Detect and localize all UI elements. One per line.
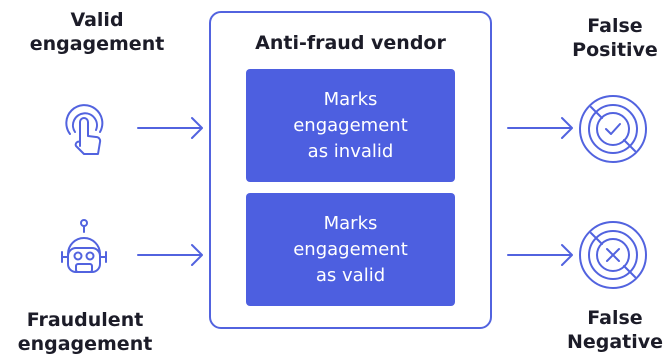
input-arrow-bottom <box>137 244 203 266</box>
false-negative-label: False Negative <box>560 306 667 354</box>
robot-icon <box>61 219 107 273</box>
marks-invalid-box: Marks engagement as invalid <box>246 69 455 182</box>
valid-engagement-label: Valid engagement <box>12 8 182 56</box>
marks-invalid-line1: Marks <box>323 88 378 110</box>
touch-icon <box>65 104 104 155</box>
false-positive-label-line2: Positive <box>572 39 658 61</box>
marks-valid-line2: engagement <box>293 238 408 260</box>
fraudulent-engagement-label-line1: Fraudulent <box>26 309 144 331</box>
output-arrow-top <box>507 117 573 139</box>
marks-invalid-line2: engagement <box>293 114 408 136</box>
false-negative-label-line1: False <box>587 307 643 329</box>
valid-engagement-label-line1: Valid <box>70 9 124 31</box>
fraudulent-engagement-label-line2: engagement <box>17 333 153 355</box>
false-negative-label-line2: Negative <box>566 331 664 353</box>
marks-valid-line3: as valid <box>315 264 386 286</box>
marks-valid-line1: Marks <box>323 212 378 234</box>
marks-invalid-line3: as invalid <box>307 140 394 162</box>
input-arrow-top <box>137 117 203 139</box>
valid-engagement-label-line2: engagement <box>29 33 165 55</box>
marks-valid-box: Marks engagement as valid <box>246 193 455 306</box>
vendor-title: Anti-fraud vendor <box>255 32 446 54</box>
false-positive-label: False Positive <box>560 14 667 62</box>
check-circle-icon <box>579 95 647 163</box>
x-circle-icon <box>579 221 647 289</box>
false-positive-label-line1: False <box>587 15 643 37</box>
fraudulent-engagement-label: Fraudulent engagement <box>0 308 170 356</box>
output-arrow-bottom <box>507 244 573 266</box>
